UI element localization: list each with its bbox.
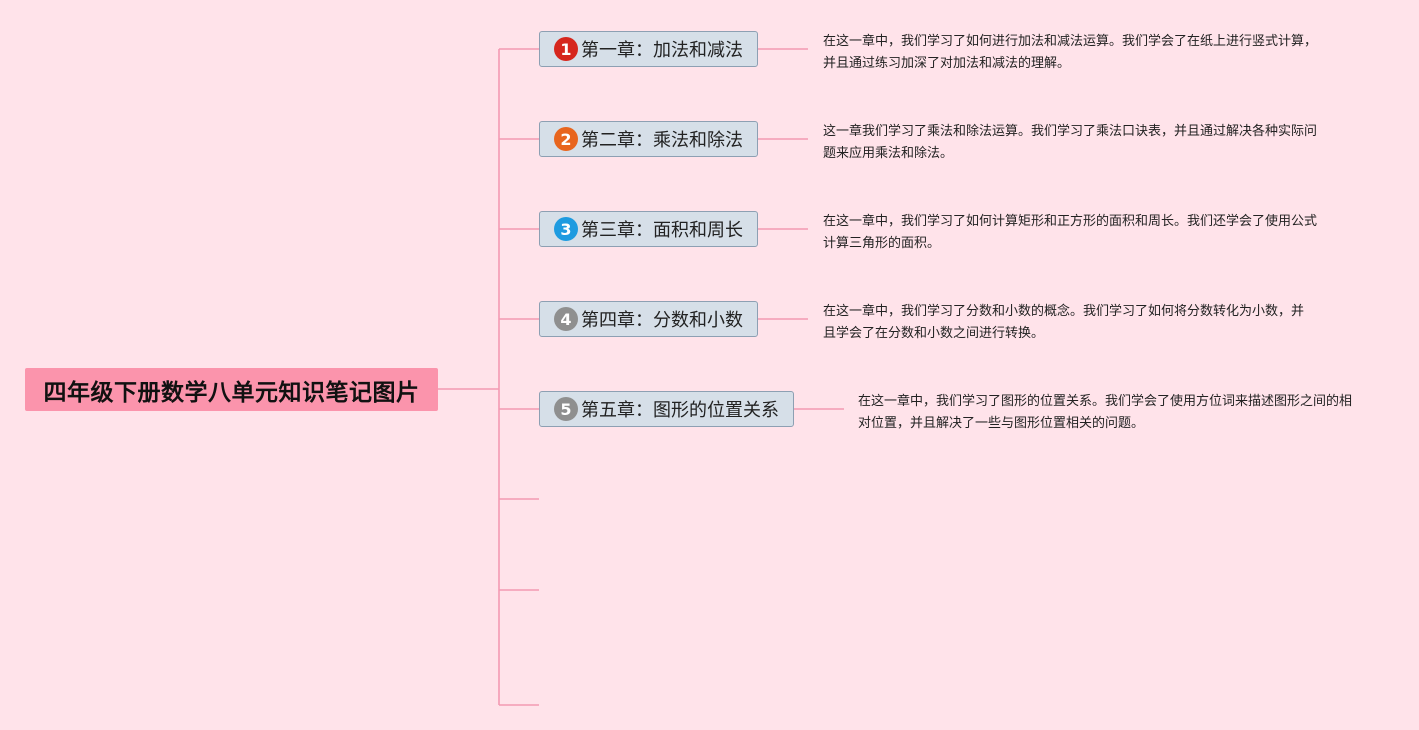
chapter-topic-3[interactable]: 3 第三章：面积和周长: [539, 211, 758, 247]
number-badge-icon: 2: [554, 127, 578, 151]
chapter-description-3: 在这一章中，我们学习了如何计算矩形和正方形的面积和周长。我们还学会了使用公式计算…: [823, 214, 1318, 251]
chapter-label: 第三章：面积和周长: [581, 220, 743, 241]
chapter-description-1: 在这一章中，我们学习了如何进行加法和减法运算。我们学会了在纸上进行竖式计算，并且…: [823, 34, 1318, 71]
chapter-label: 第四章：分数和小数: [581, 310, 743, 331]
chapter-topic-2[interactable]: 2 第二章：乘法和除法: [539, 121, 758, 157]
chapter-label: 第五章：图形的位置关系: [581, 400, 779, 421]
number-badge-icon: 1: [554, 37, 578, 61]
root-topic-title: 四年级下册数学八单元知识笔记图片: [43, 379, 420, 406]
chapter-description-4: 在这一章中，我们学习了分数和小数的概念。我们学习了如何将分数转化为小数，并且学会…: [823, 304, 1305, 341]
number-badge-icon: 3: [554, 217, 578, 241]
chapter-description-5: 在这一章中，我们学习了图形的位置关系。我们学会了使用方位词来描述图形之间的相对位…: [858, 394, 1353, 431]
chapter-label: 第二章：乘法和除法: [581, 130, 743, 151]
chapter-label: 第一章：加法和减法: [581, 40, 743, 61]
root-topic[interactable]: 四年级下册数学八单元知识笔记图片: [25, 368, 438, 411]
chapter-topic-4[interactable]: 4 第四章：分数和小数: [539, 301, 758, 337]
number-badge-icon: 4: [554, 307, 578, 331]
chapter-topic-5[interactable]: 5 第五章：图形的位置关系: [539, 391, 794, 427]
number-badge-icon: 5: [554, 397, 578, 421]
chapter-topic-1[interactable]: 1 第一章：加法和减法: [539, 31, 758, 67]
chapter-description-2: 这一章我们学习了乘法和除法运算。我们学习了乘法口诀表，并且通过解决各种实际问题来…: [823, 124, 1318, 161]
